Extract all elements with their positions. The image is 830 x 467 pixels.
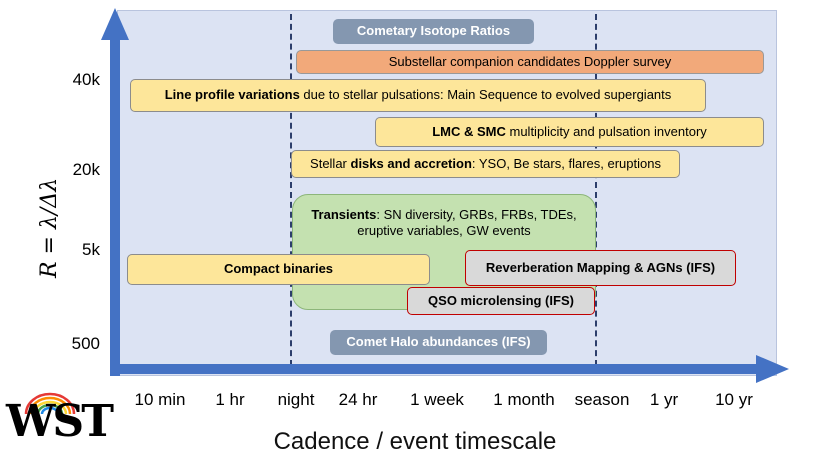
disks-accretion-box: Stellar disks and accretion: YSO, Be sta… [291,150,680,178]
y-tick-5k: 5k [82,240,100,259]
y-tick-20k: 20k [72,160,100,179]
line-profile-box: Line profile variations due to stellar p… [130,79,706,112]
reverberation-label: Reverberation Mapping & AGNs (IFS) [485,259,716,275]
x-axis-arrowhead [756,355,789,383]
y-tick-500: 500 [71,334,100,353]
rainbow-arc-icon [24,392,76,415]
qso-microlensing-box: QSO microlensing (IFS) [407,287,595,315]
wst-logo: WST [6,392,114,452]
lmc-smc-box: LMC & SMC multiplicity and pulsation inv… [375,117,764,147]
x-tick-1hr: 1 hr [215,390,245,409]
transients-label-line2: eruptive variables, GW events [357,223,531,239]
logo-text: WST [6,396,114,447]
cometary-isotope-label: Cometary Isotope Ratios [356,23,511,39]
x-tick-1week: 1 week [410,390,464,409]
comet-halo-box: Comet Halo abundances (IFS) [330,330,547,355]
x-tick-10yr: 10 yr [715,390,753,409]
line-profile-label-rest: due to stellar pulsations: Main Sequence… [299,87,672,103]
x-axis-title: Cadence / event timescale [273,428,557,455]
night-divider-line [290,14,292,366]
y-axis-shaft [110,36,120,376]
season-divider-line [595,14,597,366]
compact-binaries-box: Compact binaries [127,254,430,285]
lmc-label-bold: LMC & SMC [432,123,506,139]
x-tick-night: night [277,390,315,409]
x-axis-shaft [110,364,760,374]
lmc-label-rest: multiplicity and pulsation inventory [505,123,707,139]
transients-label-line1: : SN diversity, GRBs, FRBs, TDEs, [376,207,577,222]
disks-label-pre: Stellar [310,155,351,171]
x-tick-1month: 1 month [493,390,555,409]
qso-label: QSO microlensing (IFS) [428,292,574,308]
disks-label-bold: disks and accretion [350,155,472,171]
y-axis-label-text: R = λ/Δλ [37,178,62,279]
x-tick-24hr: 24 hr [338,390,378,409]
disks-label-rest: : YSO, Be stars, flares, eruptions [471,155,661,171]
transients-label-bold: Transients [311,207,377,222]
cometary-isotope-box: Cometary Isotope Ratios [333,19,534,44]
line-profile-label-bold: Line profile variations [164,87,300,103]
x-tick-1yr: 1 yr [649,390,679,409]
substellar-box: Substellar companion candidates Doppler … [296,50,764,74]
y-axis-label: R = λ/Δλ [37,178,62,279]
compact-binaries-label: Compact binaries [223,261,334,277]
comet-halo-label: Comet Halo abundances (IFS) [346,334,531,350]
y-tick-40k: 40k [72,70,100,89]
x-tick-season: season [574,390,630,409]
substellar-label: Substellar companion candidates Doppler … [388,53,672,69]
x-tick-10min: 10 min [134,390,186,409]
y-axis-arrowhead [101,8,129,40]
reverberation-box: Reverberation Mapping & AGNs (IFS) [465,250,736,286]
